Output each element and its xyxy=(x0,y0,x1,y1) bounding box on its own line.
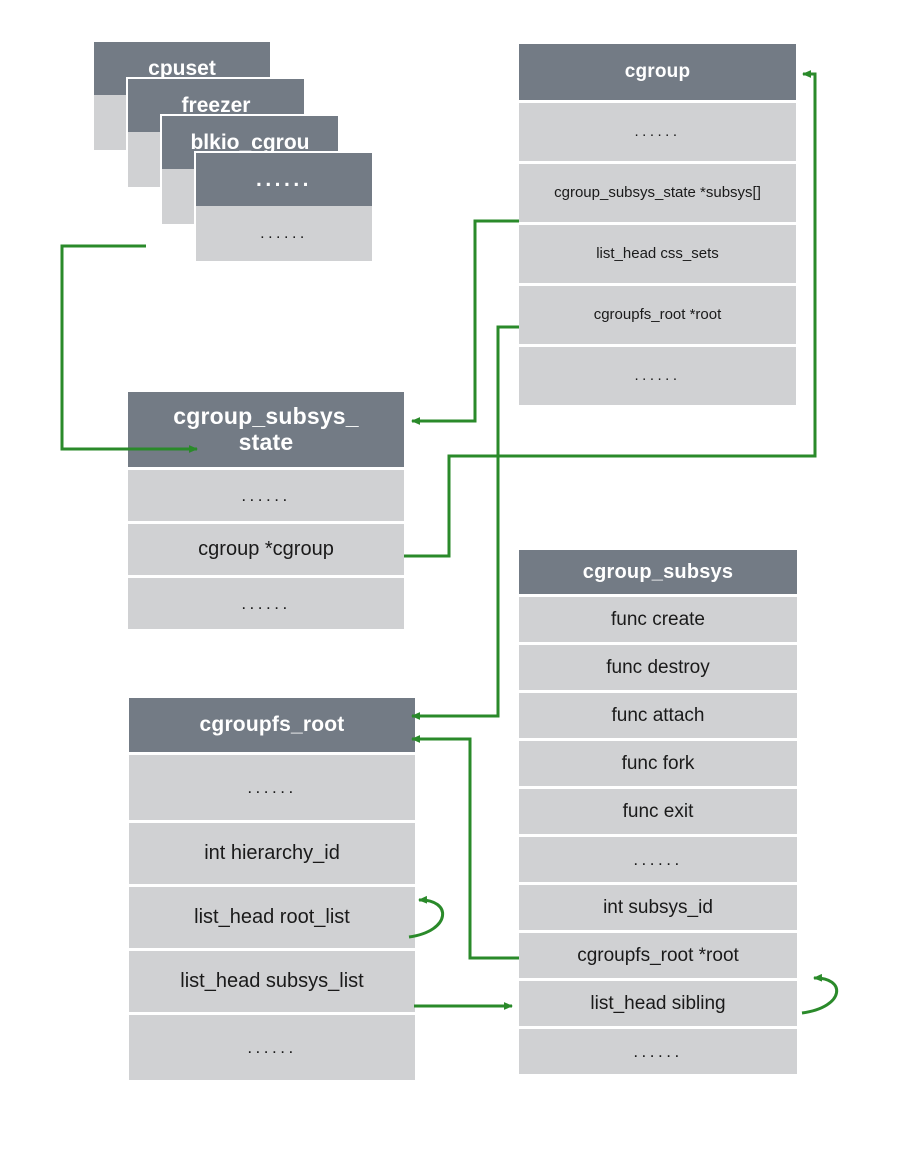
wire-sibling-self-loop xyxy=(801,973,839,1015)
struct-subsys-row-7: cgroupfs_root *root xyxy=(519,933,797,978)
struct-cgroup-row-4: ...... xyxy=(519,347,796,405)
wire-cgroup-root-to-fsroot xyxy=(411,325,519,720)
struct-cgroup-subsys[interactable]: cgroup_subsys func create func destroy f… xyxy=(519,550,797,1074)
struct-cgroup-title: cgroup xyxy=(519,44,796,100)
struct-cgroup-subsys-state[interactable]: cgroup_subsys_ state ...... cgroup *cgro… xyxy=(128,392,404,629)
struct-cgroup-subsys-state-title: cgroup_subsys_ state xyxy=(128,392,404,467)
struct-fsroot-row-0: ...... xyxy=(129,755,415,820)
struct-fsroot-row-3: list_head subsys_list xyxy=(129,951,415,1012)
struct-css-row-2: ...... xyxy=(128,578,404,629)
struct-subsys-row-3: func fork xyxy=(519,741,797,786)
struct-subsys-row-4: func exit xyxy=(519,789,797,834)
struct-cgroup[interactable]: cgroup ...... cgroup_subsys_state *subsy… xyxy=(519,44,796,405)
title-line-2: state xyxy=(238,428,294,455)
struct-cgroup-subsys-title: cgroup_subsys xyxy=(519,550,797,594)
struct-subsys-row-9: ...... xyxy=(519,1029,797,1074)
struct-fsroot-row-1: int hierarchy_id xyxy=(129,823,415,884)
subsys-card-title: ...... xyxy=(194,151,374,206)
subsys-card-body: ...... xyxy=(194,206,374,263)
title-line-1: cgroup_subsys_ xyxy=(173,402,359,429)
struct-subsys-row-8: list_head sibling xyxy=(519,981,797,1026)
struct-cgroup-row-3: cgroupfs_root *root xyxy=(519,286,796,344)
struct-cgroupfs-root[interactable]: cgroupfs_root ...... int hierarchy_id li… xyxy=(129,698,415,1080)
struct-cgroupfs-root-title: cgroupfs_root xyxy=(129,698,415,752)
struct-cgroup-row-1: cgroup_subsys_state *subsys[] xyxy=(519,164,796,222)
struct-subsys-row-6: int subsys_id xyxy=(519,885,797,930)
struct-subsys-row-1: func destroy xyxy=(519,645,797,690)
subsys-card-more[interactable]: ...... ...... xyxy=(194,151,374,263)
struct-subsys-row-2: func attach xyxy=(519,693,797,738)
wire-subsys-root-to-fsroot xyxy=(411,735,519,960)
struct-cgroup-row-2: list_head css_sets xyxy=(519,225,796,283)
struct-css-row-0: ...... xyxy=(128,470,404,521)
struct-subsys-row-5: ...... xyxy=(519,837,797,882)
struct-fsroot-row-4: ...... xyxy=(129,1015,415,1080)
struct-subsys-row-0: func create xyxy=(519,597,797,642)
struct-cgroup-row-0: ...... xyxy=(519,103,796,161)
wire-cgroup-subsys-to-css xyxy=(411,219,519,425)
struct-css-row-1: cgroup *cgroup xyxy=(128,524,404,575)
struct-fsroot-row-2: list_head root_list xyxy=(129,887,415,948)
